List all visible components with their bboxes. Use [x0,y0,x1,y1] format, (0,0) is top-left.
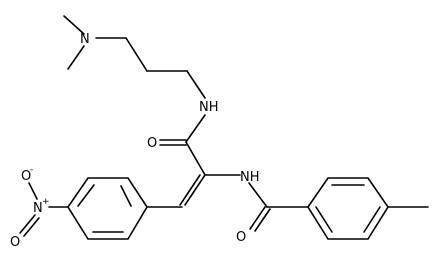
atom-n-amine: N [80,32,90,47]
bond-vinyl-b [179,174,201,206]
atom-labels: N NH O NH O N + O - O [10,32,260,250]
bond-vinyl-a [184,174,206,206]
ring-tolyl-inner-2 [363,206,381,233]
atom-o-carbonyl-1: O [147,136,157,151]
atom-n-nitro: N [33,201,43,216]
bond-nitro-o-b [23,217,40,237]
bond-methyl-1 [63,15,85,35]
ring-nitrophenyl-inner-1 [120,185,132,207]
charge-nitro-minus: - [30,165,33,175]
ring-tolyl-inner-3 [315,206,333,233]
bond-chain-4 [186,70,206,99]
atom-o-carbonyl-2: O [236,230,246,245]
atom-o-nitro-minus: O [21,169,31,184]
ring-tolyl [307,177,389,240]
bond-carbonyl-2-b [254,208,271,232]
bond-nitro-o-minus [28,182,38,200]
ring-nitrophenyl [67,177,148,240]
bonds [19,15,429,240]
bond-nh-benzoyl [248,182,268,208]
atom-nh-amide: NH [199,100,219,115]
ring-nitrophenyl-inner-2 [77,184,95,207]
bond-methyl-2 [67,45,85,70]
atom-o-nitro: O [10,235,20,250]
bond-chain-2 [125,37,148,72]
bond-carbonyl-2-a [249,206,266,230]
bond-nitro-o-a [19,214,36,234]
charge-nitro-plus: + [42,197,50,207]
bond-carbonyl-alpha [185,141,206,176]
atom-nh-benzamide: NH [240,170,260,185]
bond-nh-carbonyl [185,114,206,143]
